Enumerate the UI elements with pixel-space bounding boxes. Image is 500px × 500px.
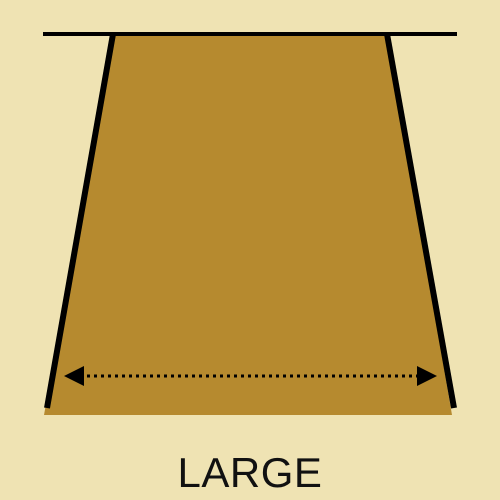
double-headed-dotted-arrow-icon	[64, 366, 437, 386]
right-edge-line	[384, 33, 457, 409]
size-label: LARGE	[177, 449, 323, 496]
arrow-head-right	[417, 366, 437, 386]
arrow-head-left	[64, 366, 84, 386]
shape-fill	[44, 34, 452, 415]
left-edge-line	[44, 33, 116, 409]
